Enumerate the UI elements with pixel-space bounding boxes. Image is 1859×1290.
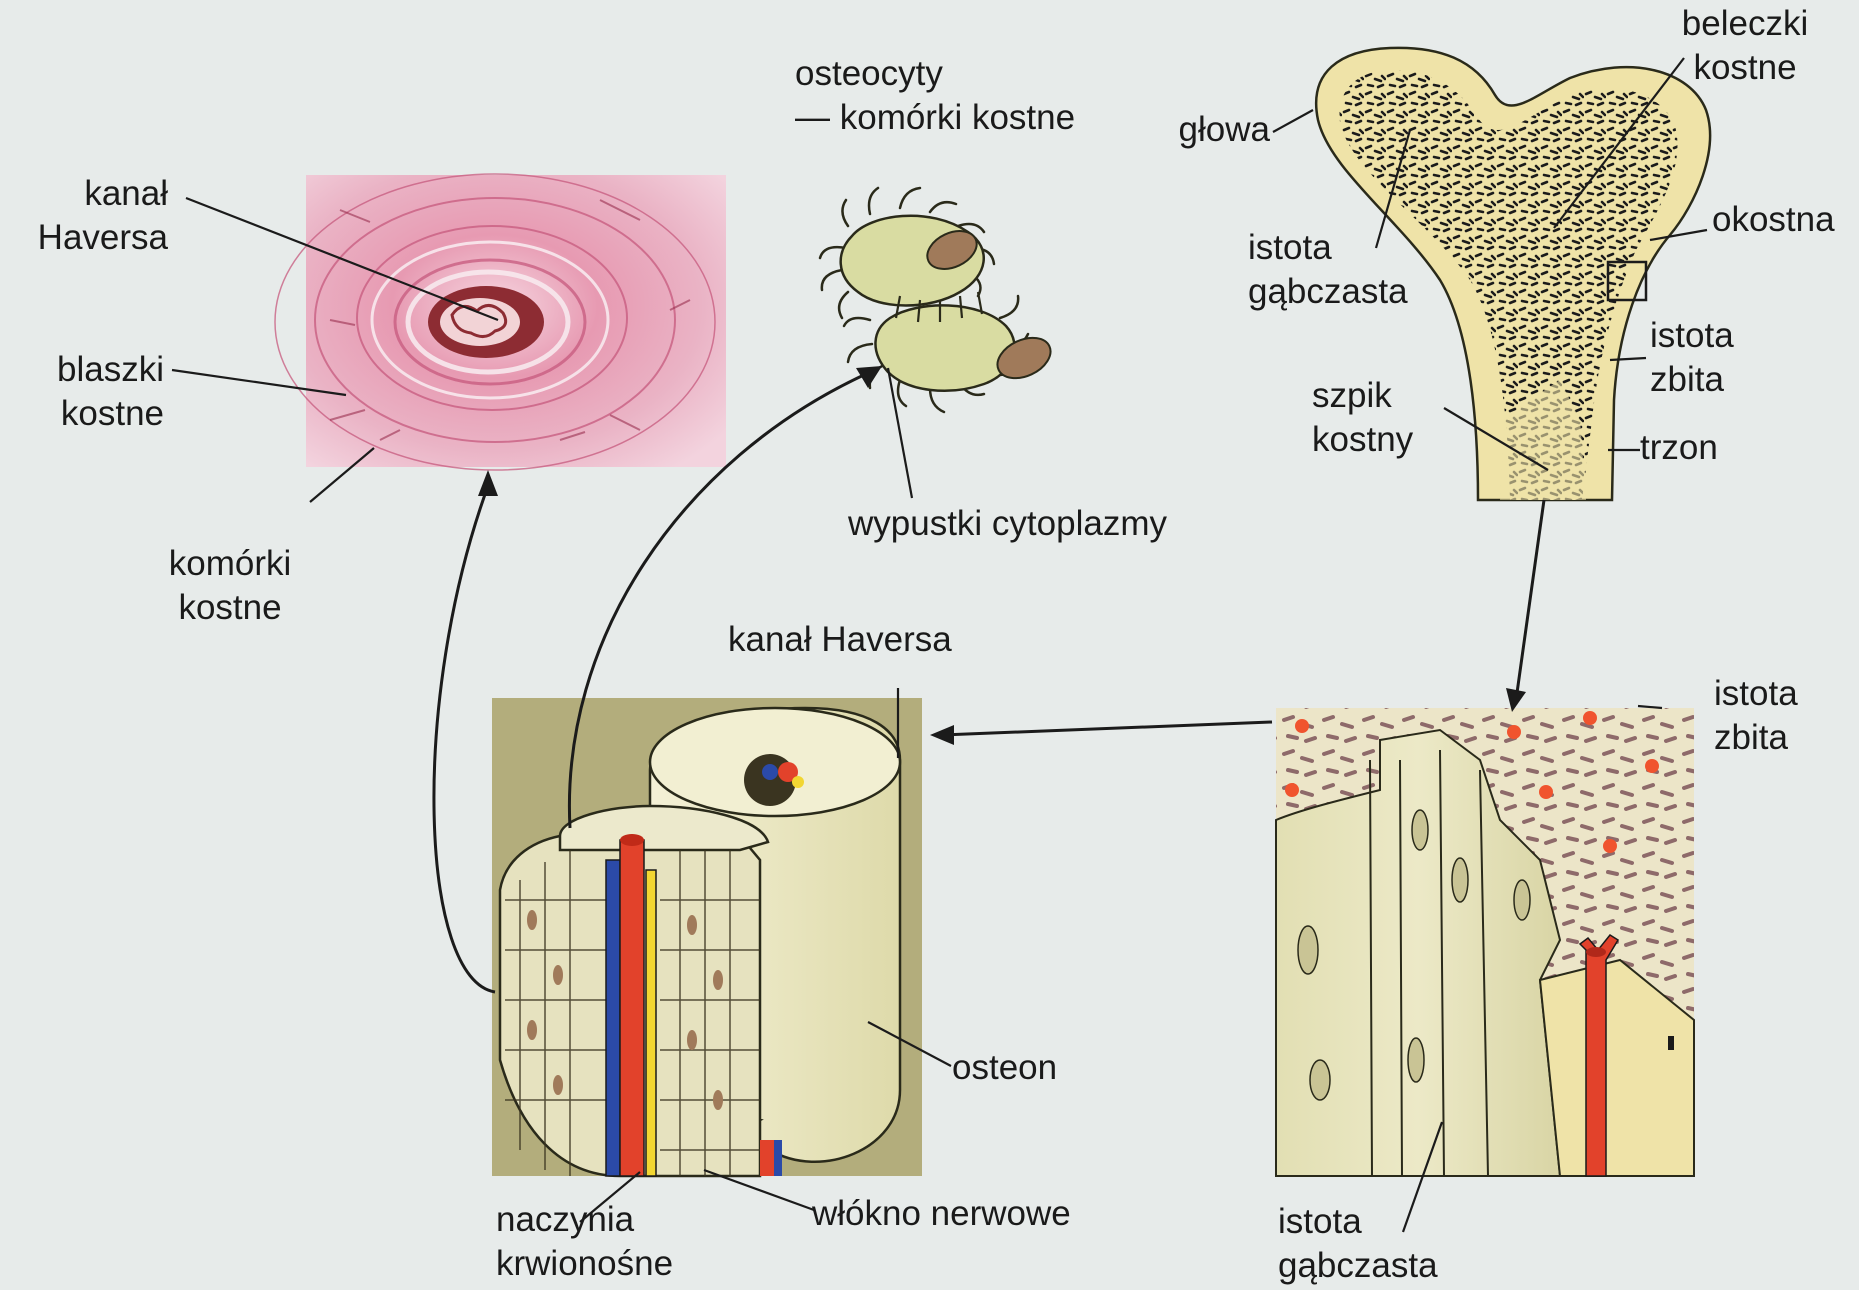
label-glowa: głowa <box>1100 108 1270 152</box>
label-wlokno-nerwowe: włókno nerwowe <box>812 1192 1071 1236</box>
osteon-panel <box>492 698 922 1176</box>
label-trzon: trzon <box>1640 426 1718 470</box>
label-osteon: osteon <box>952 1046 1057 1090</box>
histology-micrograph <box>275 174 726 470</box>
label-okostna: okostna <box>1712 198 1835 242</box>
label-osteocyty: osteocyty— komórki kostne <box>795 52 1075 140</box>
compact-spongy-panel <box>1276 708 1694 1176</box>
label-wypustki: wypustki cytoplazmy <box>848 502 1167 546</box>
label-kanal-haversa-mid: kanał Haversa <box>728 618 952 662</box>
